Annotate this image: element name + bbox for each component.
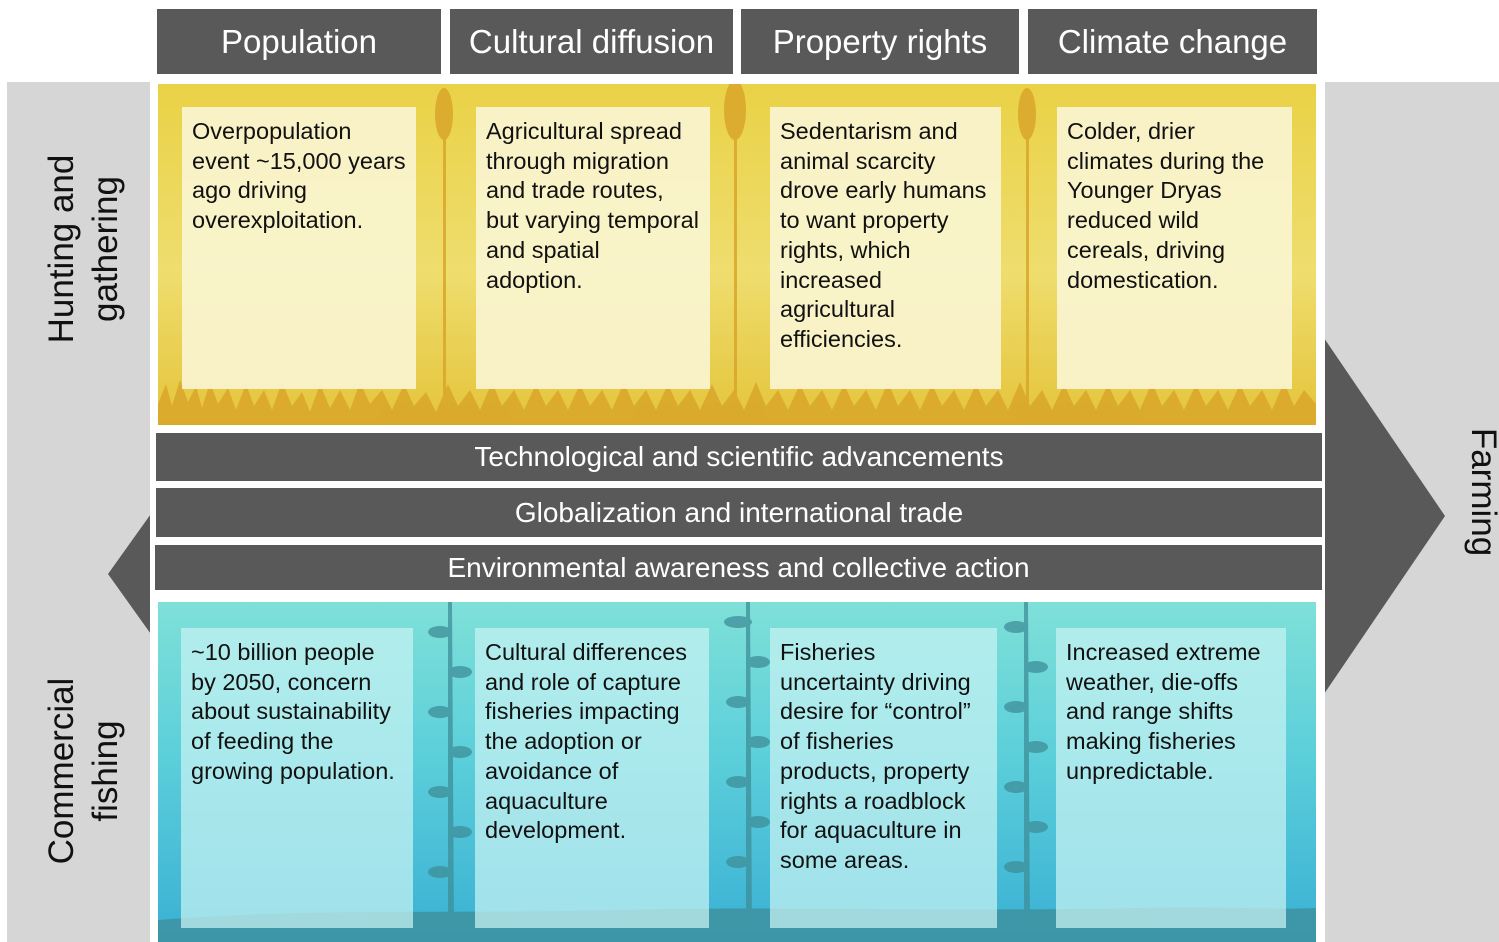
card-text: Colder, drier climates during the Younge… — [1067, 118, 1265, 293]
card-text: Cultural differences and role of capture… — [485, 639, 688, 844]
card-text: Fisheries uncertainty driving desire for… — [780, 639, 971, 873]
column-title: Property rights — [772, 22, 988, 60]
card-text: Overpopulation event ~15,000 years ago d… — [192, 118, 406, 234]
right-arrow — [1300, 335, 1450, 697]
row-label-commercial-fishing: Commercial fishing — [40, 631, 130, 911]
band-label: Environmental awareness and collective a… — [447, 551, 1030, 583]
band-globalization: Globalization and international trade — [156, 488, 1322, 537]
row-label-line: fishing — [86, 720, 125, 822]
card-climate-change-fishing: Increased extreme weather, die-offs and … — [1056, 628, 1286, 928]
kelp-illustration — [158, 602, 1316, 942]
card-cultural-diffusion-fishing: Cultural differences and role of capture… — [475, 628, 709, 928]
card-population-fishing: ~10 billion people by 2050, concern abou… — [181, 628, 413, 928]
card-text: ~10 billion people by 2050, concern abou… — [191, 639, 395, 784]
row-label-hunting-gathering: Hunting and gathering — [40, 109, 130, 389]
row-label-line: Hunting and — [42, 154, 81, 344]
column-header-climate-change: Climate change — [1028, 9, 1317, 74]
band-technological: Technological and scientific advancement… — [156, 433, 1322, 481]
column-title: Climate change — [1057, 22, 1288, 60]
band-label: Globalization and international trade — [514, 496, 964, 528]
left-side-panel — [7, 82, 155, 942]
commercial-fishing-section: ~10 billion people by 2050, concern abou… — [158, 602, 1316, 942]
row-label-farming: Farming — [1461, 392, 1499, 592]
column-title: Population — [221, 22, 377, 60]
column-header-population: Population — [157, 9, 441, 74]
column-header-property-rights: Property rights — [741, 9, 1019, 74]
band-environmental: Environmental awareness and collective a… — [155, 545, 1322, 590]
card-climate-change-hunting: Colder, drier climates during the Younge… — [1057, 107, 1292, 389]
card-property-rights-hunting: Sedentarism and animal scarcity drove ea… — [770, 107, 1001, 389]
card-property-rights-fishing: Fisheries uncertainty driving desire for… — [770, 628, 997, 928]
band-label: Technological and scientific advancement… — [474, 441, 1004, 472]
row-label-line: Farming — [1464, 427, 1499, 557]
column-header-cultural-diffusion: Cultural diffusion — [450, 9, 733, 74]
column-title: Cultural diffusion — [468, 22, 715, 60]
card-text: Increased extreme weather, die-offs and … — [1066, 639, 1261, 784]
hunting-gathering-section: Overpopulation event ~15,000 years ago d… — [158, 84, 1316, 425]
card-population-hunting: Overpopulation event ~15,000 years ago d… — [182, 107, 416, 389]
wheat-illustration — [158, 84, 1316, 425]
card-text: Sedentarism and animal scarcity drove ea… — [780, 118, 987, 352]
card-text: Agricultural spread through migration an… — [486, 118, 699, 293]
card-cultural-diffusion-hunting: Agricultural spread through migration an… — [476, 107, 710, 389]
row-label-line: gathering — [86, 176, 125, 322]
row-label-line: Commercial — [42, 677, 81, 865]
